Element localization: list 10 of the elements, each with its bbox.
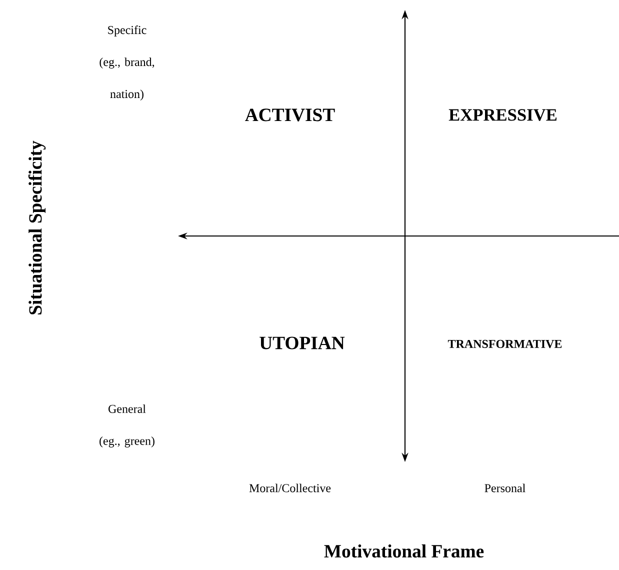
axis-title: Motivational Frame [324,544,484,558]
quadrant-label: UTOPIAN [260,336,345,350]
quadrant-label: TRANSFORMATIVE [448,340,562,348]
axis-end-label: Specific (eg., brand, nation) [100,26,154,100]
axis-end-label: Moral/Collective [249,484,331,492]
quadrant-label: ACTIVIST [245,108,335,122]
quadrant-label: EXPRESSIVE [448,109,556,121]
axis-end-label: Personal [484,484,526,492]
axis-end-label: General (eg., green) [100,404,154,448]
axis-title: Situational Specificity [28,140,46,314]
